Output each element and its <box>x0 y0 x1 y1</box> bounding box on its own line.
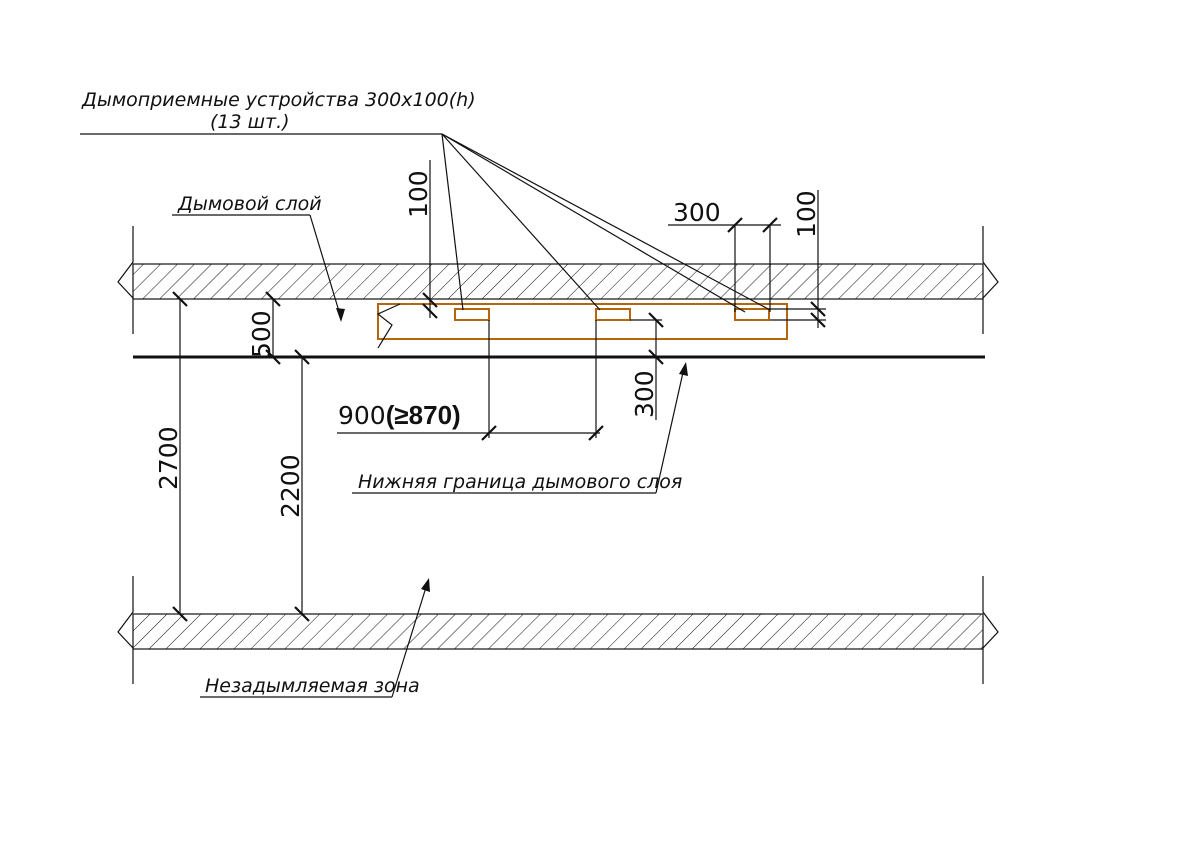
dimension-clear-height: 2200 <box>276 349 310 622</box>
dimension-opening-height-right: 100 <box>770 190 826 328</box>
devices-label-line1: Дымоприемные устройства 300х100(h) <box>81 89 476 111</box>
dimension-opening-width: 300 <box>668 198 781 312</box>
devices-leader: Дымоприемные устройства 300х100(h) (13 ш… <box>80 89 771 313</box>
smoke-free-zone-label: Незадымляемая зона <box>205 675 420 697</box>
smoke-intake-opening <box>734 308 770 321</box>
dim-text-500: 500 <box>247 310 276 358</box>
smoke-boundary-label: Нижняя граница дымового слоя <box>358 471 682 493</box>
dim-text-2700: 2700 <box>154 426 183 490</box>
dim-text-100-left: 100 <box>404 170 433 218</box>
floor-slab <box>117 576 999 684</box>
dimension-room-height: 2700 <box>154 291 188 622</box>
dim-text-300-width: 300 <box>673 198 721 227</box>
smoke-layer-leader: Дымовой слой <box>172 193 345 322</box>
devices-label-line2: (13 шт.) <box>210 111 290 133</box>
smoke-boundary-leader: Нижняя граница дымового слоя <box>352 362 688 494</box>
dimension-duct-drop: 300 <box>630 312 664 420</box>
dim-text-2200: 2200 <box>276 454 305 518</box>
dim-text-100-right: 100 <box>792 190 821 238</box>
smoke-free-leader: Незадымляемая зона <box>200 578 430 698</box>
smoke-layer-label: Дымовой слой <box>177 193 322 215</box>
dimension-layer-depth: 500 <box>247 291 281 365</box>
ceiling-slab <box>117 226 999 334</box>
dimension-opening-height-left: 100 <box>404 160 438 319</box>
dim-text-300-drop: 300 <box>630 370 659 418</box>
smoke-exhaust-duct <box>376 303 788 349</box>
smoke-intake-opening <box>454 308 490 321</box>
smoke-intake-opening <box>595 308 631 321</box>
dim-text-900: 900(≥870) <box>338 400 461 430</box>
dimension-opening-spacing: 900(≥870) <box>337 320 604 441</box>
